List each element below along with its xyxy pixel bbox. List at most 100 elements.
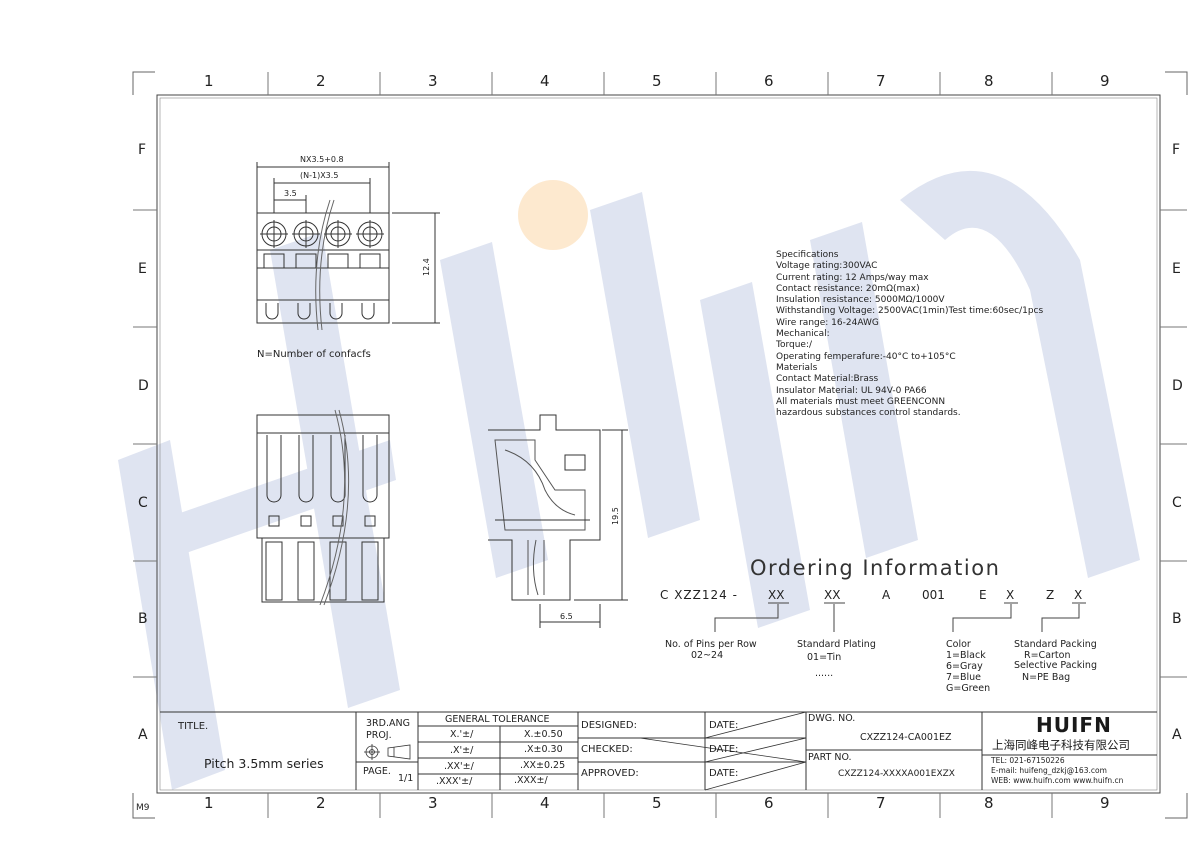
color-option: G=Green (946, 683, 991, 694)
plating-label: Standard Plating (797, 639, 876, 650)
color-option: 7=Blue (946, 672, 982, 683)
ordering-code-pins: XX (768, 588, 785, 602)
specifications-block: Specifications Voltage rating:300VAC Cur… (776, 250, 1043, 419)
spec-line: Current rating: 12 Amps/way max (776, 272, 929, 283)
pins-label: No. of Pins per Row (665, 639, 757, 650)
tol-value: .XX±0.25 (520, 760, 566, 771)
ordering-code-packing: X (1074, 588, 1083, 602)
grid-row-b-right: B (1172, 611, 1182, 627)
spec-line: hazardous substances control standards. (776, 408, 961, 419)
pins-range: 02~24 (691, 650, 724, 661)
tol-label: .XXX'±/ (436, 776, 473, 787)
spec-line: Specifications (776, 250, 839, 260)
dim-side-width: 6.5 (560, 612, 573, 621)
spec-line: Insulation resistance: 5000MΩ/1000V (776, 295, 945, 306)
tol-label: .X'±/ (450, 745, 474, 756)
front-view-drawing (256, 409, 390, 606)
side-view-drawing (488, 414, 628, 628)
grid-row-b: B (138, 611, 148, 627)
spec-line: Wire range: 16-24AWG (776, 317, 879, 328)
spec-line: Contact Material:Brass (776, 374, 879, 385)
spec-line: Mechanical: (776, 329, 830, 340)
grid-col-9-bottom: 9 (1100, 794, 1110, 812)
title-label: TITLE. (178, 721, 209, 732)
spec-line: Voltage rating:300VAC (776, 261, 878, 272)
packing-label: Standard Packing (1014, 639, 1097, 650)
ordering-code-001: 001 (922, 588, 945, 602)
tol-label: X.'±/ (450, 729, 474, 740)
grid-row-e-right: E (1172, 261, 1181, 277)
color-label: Color (946, 639, 971, 650)
spec-line: Materials (776, 362, 818, 373)
ordering-code-prefix: C XZZ124 - (660, 588, 738, 602)
grid-row-c-right: C (1172, 495, 1182, 511)
spec-line: Insulator Material: UL 94V-0 PA66 (776, 385, 927, 396)
dim-span: (N-1)X3.5 (300, 171, 339, 180)
grid-row-f: F (138, 142, 147, 158)
grid-col-5-bottom: 5 (652, 794, 662, 812)
grid-row-f-right: F (1172, 142, 1181, 158)
top-view-drawing (256, 162, 440, 331)
grid-col-6: 6 (764, 72, 774, 90)
ordering-heading: Ordering Information (750, 556, 1001, 580)
spec-line: All materials must meet GREENCONN (776, 396, 946, 407)
date-label-designed: DATE: (709, 720, 739, 731)
dim-overall: NX3.5+0.8 (300, 155, 344, 164)
date-label-checked: DATE: (709, 744, 739, 755)
grid-row-c: C (138, 495, 148, 511)
tol-value: .X±0.30 (524, 744, 563, 755)
grid-col-7: 7 (876, 72, 886, 90)
checked-label: CHECKED: (581, 744, 633, 755)
dwg-label: DWG. NO. (808, 713, 856, 724)
ordering-code-z: Z (1046, 588, 1055, 602)
title-value: Pitch 3.5mm series (204, 756, 324, 771)
designed-label: DESIGNED: (581, 720, 637, 731)
tol-value: X.±0.50 (524, 729, 563, 740)
tol-value: .XXX±/ (514, 775, 548, 786)
grid-col-6-bottom: 6 (764, 794, 774, 812)
dwg-value: CXZZ124-CA001EZ (860, 732, 952, 743)
ordering-code-e: E (979, 588, 987, 602)
ordering-code-color: X (1006, 588, 1015, 602)
company-logo: HUIFN (1036, 713, 1112, 737)
company-tel: TEL: 021-67150226 (991, 756, 1065, 765)
part-value: CXZZ124-XXXXA001EXZX (838, 769, 955, 779)
grid-col-5: 5 (652, 72, 662, 90)
grid-col-2: 2 (316, 72, 326, 90)
page-label: PAGE. (363, 766, 391, 777)
grid-col-7-bottom: 7 (876, 794, 886, 812)
grid-col-1-bottom: 1 (204, 794, 214, 812)
company-web: WEB: www.huifn.com www.huifn.cn (991, 776, 1124, 785)
grid-col-8-bottom: 8 (984, 794, 994, 812)
watermark-logo (118, 170, 1140, 790)
spec-line: Torque:/ (776, 340, 813, 351)
grid-col-4-bottom: 4 (540, 794, 550, 812)
color-option: 6=Gray (946, 661, 983, 672)
company-email: E-mail: huifeng_dzkj@163.com (991, 766, 1107, 775)
sheet-corner-label: M9 (136, 803, 150, 813)
grid-col-2-bottom: 2 (316, 794, 326, 812)
ordering-code-a: A (882, 588, 891, 602)
company-name: 上海同峰电子科技有限公司 (992, 738, 1130, 752)
selective-value: N=PE Bag (1022, 672, 1071, 683)
date-label-approved: DATE: (709, 768, 739, 779)
plating-value: 01=Tin (807, 652, 842, 663)
page-value: 1/1 (398, 773, 414, 784)
spec-line: Withstanding Voltage: 2500VAC(1min)Test … (776, 306, 1044, 317)
grid-row-e: E (138, 261, 147, 277)
spec-line: Contact resistance: 20mΩ(max) (776, 283, 920, 294)
tol-label: .XX'±/ (444, 761, 474, 772)
selective-label: Selective Packing (1014, 660, 1097, 671)
proj-label-1: 3RD.ANG (366, 718, 410, 729)
ordering-leader-lines (714, 602, 1086, 632)
grid-col-8: 8 (984, 72, 994, 90)
plating-more: ...... (815, 668, 834, 679)
grid-col-3: 3 (428, 72, 438, 90)
grid-col-1: 1 (204, 72, 214, 90)
grid-row-a-right: A (1172, 727, 1182, 743)
tolerance-header: GENERAL TOLERANCE (445, 714, 550, 725)
